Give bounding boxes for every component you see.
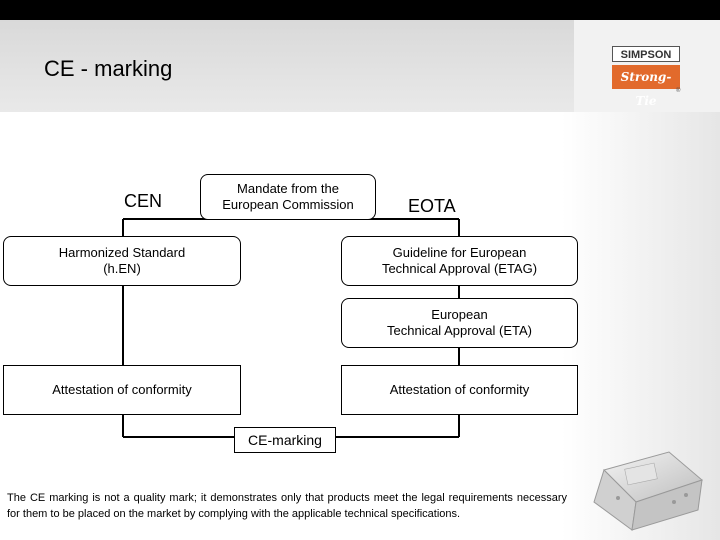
guideline-line-2: Technical Approval (ETAG) <box>381 261 538 276</box>
attestation-left-label: Attestation of conformity <box>52 382 192 397</box>
logo-strongtie-text: Strong-Tie <box>612 65 680 108</box>
product-bracket-image <box>593 451 704 531</box>
top-black-bar <box>0 0 720 20</box>
mandate-line-2: European Commission <box>222 197 354 212</box>
eta-line-1: European <box>431 307 488 322</box>
harmonized-standard-node: Harmonized Standard (h.EN) <box>3 236 241 286</box>
simpson-strong-tie-logo: SIMPSON Strong-Tie <box>612 46 680 108</box>
eota-label: EOTA <box>408 196 456 216</box>
harmonized-line-2: (h.EN) <box>103 261 141 276</box>
eta-line-2: Technical Approval (ETA) <box>387 323 532 338</box>
mandate-node: Mandate from the European Commission <box>200 174 376 220</box>
page-title: CE - marking <box>44 56 173 81</box>
mandate-line-1: Mandate from the <box>237 181 339 196</box>
cen-label: CEN <box>124 191 163 211</box>
harmonized-line-1: Harmonized Standard <box>58 245 186 260</box>
attestation-right-label: Attestation of conformity <box>389 382 530 397</box>
logo-simpson-text: SIMPSON <box>612 46 680 62</box>
title-banner <box>0 20 574 112</box>
attestation-right-node: Attestation of conformity <box>341 365 578 415</box>
registered-mark: ® <box>676 88 681 94</box>
ce-marking-label: CE-marking <box>248 432 322 448</box>
attestation-left-node: Attestation of conformity <box>3 365 241 415</box>
ce-marking-node: CE-marking <box>234 427 336 453</box>
guideline-etag-node: Guideline for European Technical Approva… <box>341 236 578 286</box>
footnote-text: The CE marking is not a quality mark; it… <box>7 492 567 520</box>
eta-node: European Technical Approval (ETA) <box>341 298 578 348</box>
guideline-line-1: Guideline for European <box>392 245 527 260</box>
